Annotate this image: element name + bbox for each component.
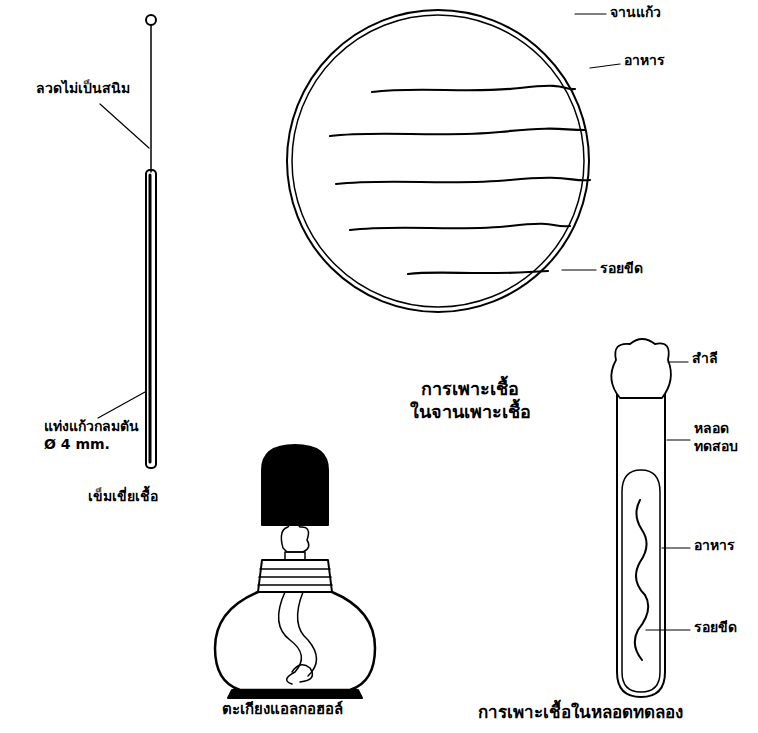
test-tube (617, 372, 665, 697)
glass-rod-shade (149, 175, 152, 462)
wick-in-bottle (279, 592, 317, 684)
caption: การเพาะเชื้อ ในจานเพาะเชื้อ (410, 378, 531, 423)
part-label: ลวดไม่เป็นสนิม (36, 80, 130, 98)
streak (336, 178, 590, 184)
wick-coil (292, 665, 312, 682)
petri-dish-inner (292, 15, 584, 307)
wire-loop (146, 15, 156, 25)
caption: เข็มเขี่ยเชื้อ (88, 488, 158, 506)
streak (350, 224, 570, 230)
lamp-base (228, 690, 362, 698)
leader-line (668, 361, 688, 362)
leader-line (562, 269, 596, 270)
wick-holder (285, 552, 305, 560)
part-label: จานแก้ว (610, 4, 661, 22)
lamp-neck (258, 560, 332, 592)
streak (330, 129, 585, 136)
streak (372, 86, 575, 92)
part-label: รอยขีด (694, 619, 737, 637)
leader-line (646, 629, 690, 630)
part-label: รอยขีด (600, 260, 643, 278)
caption: การเพาะเชื้อในหลอดทดลอง (478, 702, 683, 723)
streak (408, 271, 548, 274)
lamp-body (215, 592, 375, 690)
lamp-wick (281, 523, 308, 553)
leader-line (590, 64, 620, 68)
part-label: อาหาร (624, 52, 665, 70)
glass-rod (146, 170, 156, 468)
steel-wire (150, 25, 152, 172)
leader-line (575, 13, 606, 14)
thread (259, 576, 331, 578)
part-label: แท่งแก้วกลมตัน Ø 4 mm. (44, 418, 139, 453)
part-label: หลอด ทดสอบ (694, 420, 738, 455)
part-label: อาหาร (694, 537, 735, 555)
streak (635, 500, 648, 660)
lamp-cap (262, 445, 328, 525)
cotton-plug (611, 339, 671, 398)
thread (260, 568, 330, 570)
leader-line (98, 392, 145, 418)
part-label: สำลี (692, 350, 718, 368)
thread (258, 584, 332, 586)
caption: ตะเกียงแอลกอฮอล์ (222, 700, 343, 719)
petri-dish-outer (287, 10, 589, 312)
leader-line (100, 104, 149, 148)
slant-agar (622, 470, 660, 692)
leader-line (667, 439, 690, 440)
leader-line (662, 547, 690, 548)
